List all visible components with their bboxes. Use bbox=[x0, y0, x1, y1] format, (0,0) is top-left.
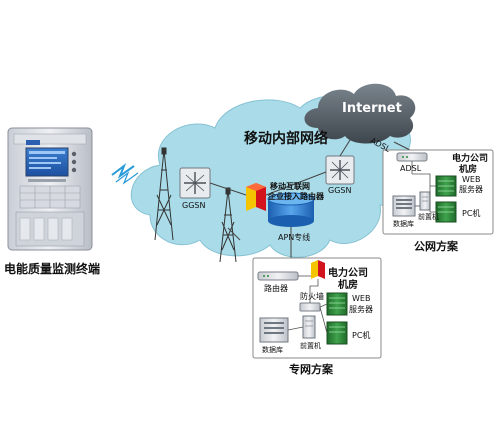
private-router-label: 路由器 bbox=[264, 284, 288, 293]
ggsn-left-icon bbox=[179, 167, 211, 199]
cell-tower-icon bbox=[154, 147, 174, 241]
public-adsl-label: ADSL bbox=[400, 164, 422, 173]
private-router-icon bbox=[257, 271, 299, 281]
public-database-icon bbox=[392, 195, 416, 217]
private-web-server-icon bbox=[326, 292, 348, 316]
public-web-server-icon bbox=[435, 175, 457, 197]
enterprise-router-label-line2: 企业接入路由器 bbox=[268, 192, 324, 201]
private-web-label-line2: 服务器 bbox=[349, 305, 373, 314]
ggsn-left-label: GGSN bbox=[182, 201, 206, 210]
private-web-label-line1: WEB bbox=[352, 294, 371, 303]
public-web-label-line2: 服务器 bbox=[459, 185, 483, 194]
private-network-caption: 专网方案 bbox=[289, 363, 333, 376]
ggsn-right-label: GGSN bbox=[328, 186, 352, 195]
public-room-title-line2: 机房 bbox=[459, 165, 478, 175]
private-firewall-device-icon bbox=[299, 302, 321, 312]
private-frontend-label: 前置机 bbox=[300, 342, 321, 350]
network-links bbox=[209, 139, 411, 258]
private-firewall-icon bbox=[311, 260, 325, 279]
adsl-modem-icon bbox=[396, 152, 428, 162]
cloud-title: 移动内部网络 bbox=[244, 131, 328, 147]
cell-tower-icon bbox=[219, 187, 237, 263]
apn-line-label: APN专线 bbox=[278, 233, 311, 242]
enterprise-router-label-line1: 移动互联网 bbox=[270, 182, 310, 191]
public-room-title-line1: 电力公司 bbox=[452, 154, 489, 164]
private-database-label: 数据库 bbox=[262, 346, 283, 354]
private-pc-icon bbox=[326, 321, 348, 345]
private-firewall-label: 防火墙 bbox=[300, 292, 324, 301]
public-room-links bbox=[411, 161, 436, 213]
private-frontend-server-icon bbox=[302, 315, 316, 339]
enterprise-firewall-icon bbox=[246, 183, 266, 211]
power-quality-terminal bbox=[7, 127, 93, 251]
public-frontend-server-icon bbox=[419, 191, 431, 211]
ggsn-right-icon bbox=[325, 155, 355, 185]
public-web-label-line1: WEB bbox=[462, 175, 481, 184]
public-network-caption: 公网方案 bbox=[414, 240, 458, 253]
private-room-title-line1: 电力公司 bbox=[328, 268, 368, 279]
public-database-label: 数据库 bbox=[393, 220, 414, 228]
public-pc-label: PC机 bbox=[462, 209, 481, 218]
internet-label: Internet bbox=[342, 101, 402, 116]
public-pc-icon bbox=[435, 201, 457, 223]
wireless-signal-icon bbox=[111, 163, 139, 185]
private-room-links bbox=[287, 275, 328, 334]
terminal-label: 电能质量监测终端 bbox=[4, 262, 101, 276]
apn-router-cylinder bbox=[267, 192, 315, 227]
internet-cloud bbox=[304, 83, 416, 144]
private-pc-label: PC机 bbox=[352, 331, 371, 340]
private-database-icon bbox=[259, 317, 289, 343]
private-room-title-line2: 机房 bbox=[338, 280, 358, 291]
public-frontend-label: 前置机 bbox=[418, 213, 439, 221]
